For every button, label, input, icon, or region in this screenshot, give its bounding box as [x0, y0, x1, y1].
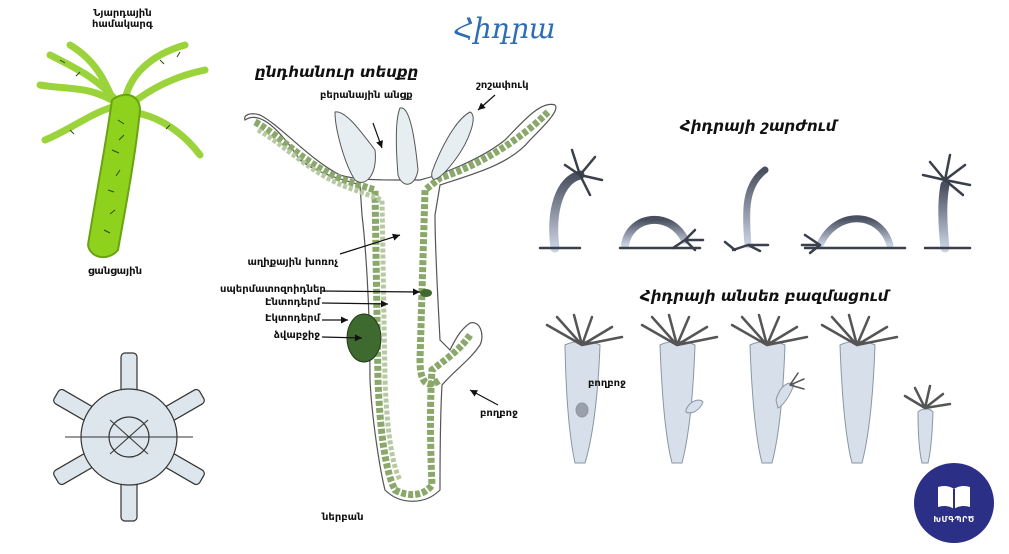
label-endoderm: Էնտոդերմ [264, 297, 320, 308]
section-movement: Հիդրայի շարժում [680, 117, 837, 135]
badge-name: ԽՄԳՊՐԾ [933, 514, 975, 524]
label-bud: բողբոջ [480, 408, 518, 419]
label-mouth: բերանային անցք [320, 90, 413, 101]
label-bud-small: բողբոջ [588, 378, 626, 389]
label-foot: ներբան [322, 512, 364, 523]
publisher-badge: ԽՄԳՊՐԾ [914, 463, 994, 543]
section-asexual: Հիդրայի անսեռ բազմացում [640, 287, 889, 305]
page-title: Հիդրա [453, 12, 556, 45]
label-nerve-system: Նյարդային համակարգ [92, 8, 153, 30]
label-gut-cavity: աղիքային խոռոչ [247, 257, 338, 268]
label-sole: ցանցային [88, 266, 142, 277]
book-icon [938, 485, 970, 509]
section-general-view: ընդհանուր տեսքը [255, 63, 419, 81]
label-tentacle: շոշափուկ [476, 80, 529, 91]
label-egg: ձվաբջիջ [273, 330, 320, 341]
label-ectoderm: Էկտոդերմ [264, 313, 320, 324]
label-spermatozoa: սպերմատոզոիդներ [220, 284, 326, 295]
